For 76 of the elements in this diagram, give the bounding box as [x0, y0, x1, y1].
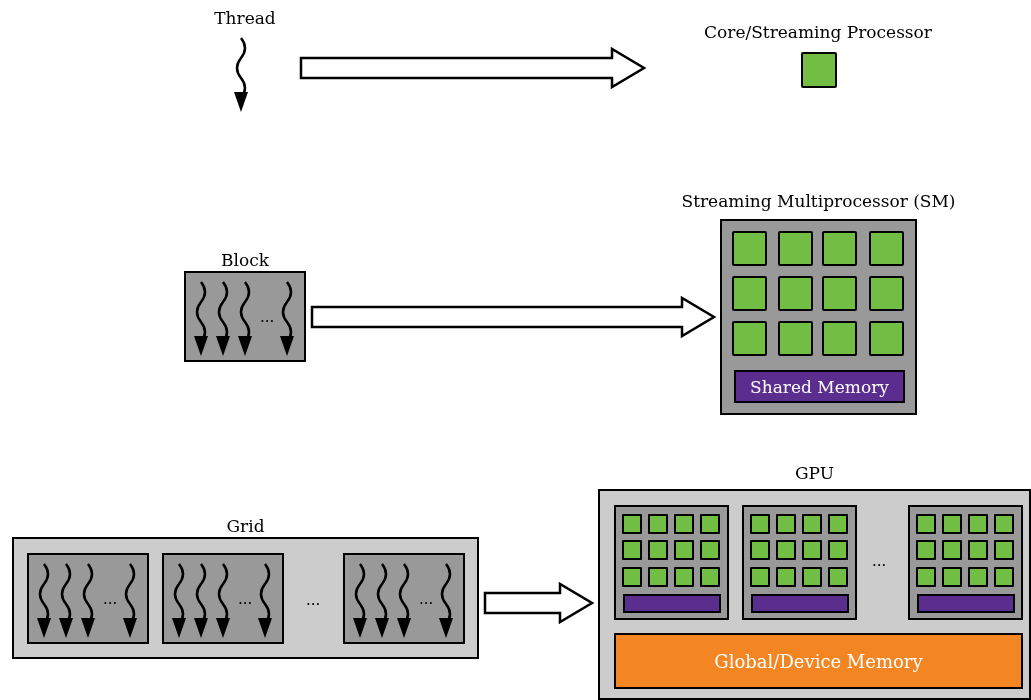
thread-label: Thread: [213, 8, 277, 28]
thread-block: [27, 553, 149, 644]
core-square: [778, 276, 813, 311]
core-square: [802, 514, 822, 534]
core-square: [968, 514, 988, 534]
core-square: [648, 567, 668, 587]
ellipsis: ...: [419, 590, 434, 608]
core-square: [994, 514, 1014, 534]
core-square: [869, 276, 904, 311]
shared-memory-bar: [751, 594, 849, 613]
core-square: [828, 567, 848, 587]
core-square: [869, 321, 904, 356]
core-square: [622, 540, 642, 560]
shared-memory-bar: [917, 594, 1015, 613]
core-square: [822, 321, 857, 356]
core-square: [674, 540, 694, 560]
ellipsis: ...: [872, 552, 887, 570]
core-square: [776, 514, 796, 534]
thread-block: [343, 553, 465, 644]
core-square: [942, 514, 962, 534]
core-square: [776, 540, 796, 560]
core-square: [828, 540, 848, 560]
core-square: [942, 540, 962, 560]
shared-memory-bar: [734, 370, 905, 403]
block-arrow: [299, 46, 647, 90]
core-square: [750, 514, 770, 534]
core-square: [700, 567, 720, 587]
core-square: [916, 514, 936, 534]
core-square: [869, 231, 904, 266]
core-label: Core/Streaming Processor: [703, 22, 933, 42]
ellipsis: ...: [238, 590, 253, 608]
core-square: [648, 540, 668, 560]
global-memory-bar: [614, 633, 1023, 689]
core-square: [778, 231, 813, 266]
thread-block: [162, 553, 284, 644]
core-square: [622, 567, 642, 587]
core-square: [916, 567, 936, 587]
core-square: [828, 514, 848, 534]
block-arrow: [483, 581, 595, 625]
core-square: [750, 540, 770, 560]
shared-memory-bar: [623, 594, 721, 613]
ellipsis: ...: [260, 308, 275, 326]
core-square: [916, 540, 936, 560]
core-square: [732, 321, 767, 356]
core-square: [732, 231, 767, 266]
core-square: [778, 321, 813, 356]
core-square: [968, 540, 988, 560]
multiprocessor-box: [908, 505, 1023, 620]
heading: GPU: [793, 463, 835, 483]
memory-label: Global/Device Memory: [713, 650, 924, 672]
block-arrow: [310, 295, 717, 339]
ellipsis: ...: [103, 590, 118, 608]
heading: Block: [220, 250, 270, 270]
heading: Streaming Multiprocessor (SM): [680, 191, 957, 211]
core-square: [648, 514, 668, 534]
core-square: [822, 231, 857, 266]
core-square: [674, 567, 694, 587]
multiprocessor-box: [742, 505, 857, 620]
core-square: [700, 514, 720, 534]
core-square: [622, 514, 642, 534]
core-square: [802, 540, 822, 560]
core-square: [700, 540, 720, 560]
core-square: [732, 276, 767, 311]
multiprocessor-box: [614, 505, 729, 620]
core-square: [994, 540, 1014, 560]
core-square: [942, 567, 962, 587]
core-square: [968, 567, 988, 587]
memory-label: Shared Memory: [749, 376, 890, 397]
core-square: [776, 567, 796, 587]
core-square: [822, 276, 857, 311]
core-square: [674, 514, 694, 534]
core-square: [994, 567, 1014, 587]
core-square: [750, 567, 770, 587]
ellipsis: ...: [306, 591, 321, 609]
heading: Grid: [225, 516, 266, 536]
core-square: [802, 567, 822, 587]
